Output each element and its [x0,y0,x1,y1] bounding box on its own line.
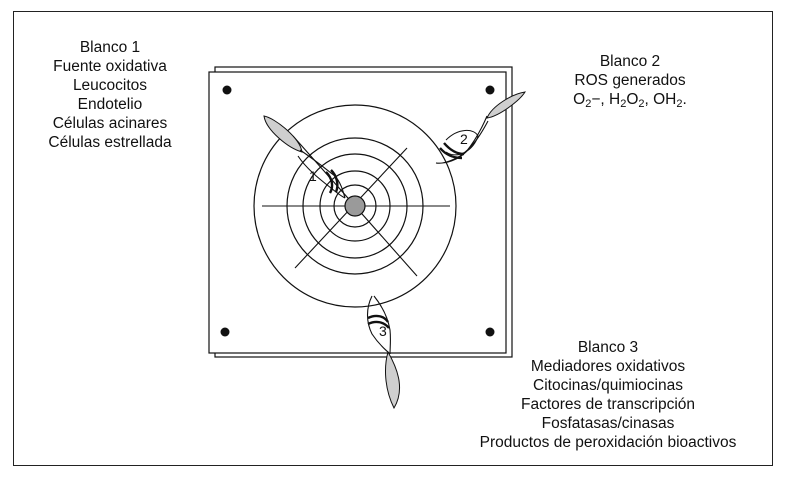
blanco-1-title: Blanco 1 [79,39,141,56]
blanco-3-line: Mediadores oxidativos [530,358,686,375]
formula-part: O [626,91,639,108]
dart-3-fin [385,350,400,410]
blanco-3-title: Blanco 3 [577,339,639,356]
figure-frame [13,11,773,466]
blanco-1-line: Fuente oxidativa [53,58,167,75]
dart-2-fin [486,91,527,119]
dart-1-label: 1 [309,168,317,184]
corner-dot-top-left [222,85,232,95]
ros-formula: O2−, H2O2, OH2. [530,90,730,114]
corner-dot-top-right [485,85,495,95]
blanco-1-line: Leucocitos [72,77,148,94]
dart-3-shaft [366,295,391,355]
formula-part: . [682,91,687,108]
bullseye [344,195,366,217]
blanco-1-line: Células estrellada [48,134,172,151]
blanco-1-text: Blanco 1 Fuente oxidativa Leucocitos End… [30,38,190,152]
ring-5 [253,104,457,308]
dart-1: 1 [263,115,346,199]
dart-2-label: 2 [460,131,468,147]
blanco-3-line: Fosfatasas/cinasas [541,415,675,432]
dart-2-outline [445,130,479,156]
blanco-3-line: Productos de peroxidación bioactivos [479,434,737,451]
blanco-2-text: Blanco 2 ROS generados O2−, H2O2, OH2. [530,52,730,114]
formula-subscript: 2 [585,98,592,110]
corner-dot-bottom-left [220,327,230,337]
dart-3-barrel [367,314,390,329]
formula-subscript: 2 [676,98,683,110]
dart-1-barrel [325,169,339,194]
formula-subscript: 2 [638,98,645,110]
formula-subscript: 2 [620,98,627,110]
dart-3-label: 3 [379,323,387,339]
blanco-3-line: Factores de transcripción [520,396,696,413]
blanco-3-line: Citocinas/quimiocinas [533,377,683,394]
formula-part: , OH [644,91,677,108]
dart-3: 3 [366,295,400,410]
dart-2: 2 [435,91,527,164]
formula-part: −, H [591,91,621,108]
formula-part: O [573,91,586,108]
blanco-1-line: Células acinares [52,115,168,132]
blanco-2-line: ROS generados [574,72,686,89]
blanco-2-title: Blanco 2 [599,53,661,70]
blanco-3-text: Blanco 3 Mediadores oxidativos Citocinas… [438,338,778,452]
blanco-1-line: Endotelio [77,96,143,113]
corner-dot-bottom-right [485,327,495,337]
